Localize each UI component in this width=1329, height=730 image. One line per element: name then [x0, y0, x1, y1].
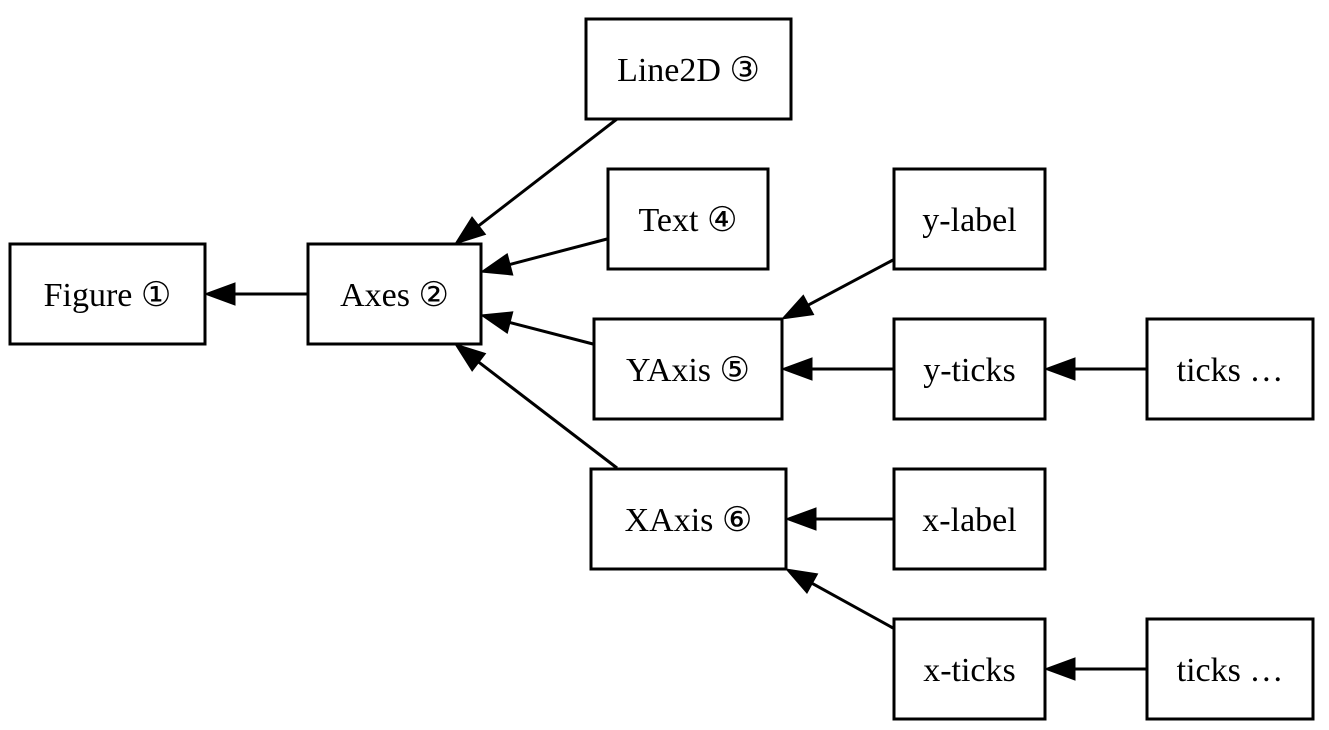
node-box — [1145, 317, 1315, 421]
node-box — [584, 17, 793, 121]
node-label: y-label — [922, 202, 1016, 239]
edge-xticks-to-xaxis — [784, 568, 894, 630]
node-label: x-label — [922, 502, 1016, 539]
edge-line — [811, 582, 894, 630]
node-box — [892, 167, 1047, 271]
node-label: ticks … — [1177, 352, 1284, 389]
edge-xlabel-to-xaxis — [784, 507, 893, 531]
edge-xaxis-to-axes — [453, 343, 618, 470]
node-xticks: x-ticks — [892, 617, 1047, 721]
arrowhead-icon — [784, 507, 817, 531]
edge-axes-to-figure — [203, 282, 307, 306]
node-label: Axes ② — [340, 277, 449, 314]
arrowhead-icon — [203, 282, 236, 306]
node-line2d: Line2D ③ — [584, 17, 793, 121]
arrowhead-icon — [479, 311, 514, 334]
node-yticks-more: ticks … — [1145, 317, 1315, 421]
node-yticks: y-ticks — [892, 317, 1047, 421]
node-label: XAxis ⑥ — [625, 502, 753, 539]
edge-yticks_more-to-yticks — [1043, 357, 1146, 381]
node-box — [892, 617, 1047, 721]
edge-yaxis-to-axes — [479, 311, 594, 346]
edge-xticks_more-to-xticks — [1043, 657, 1146, 681]
node-box — [306, 242, 483, 346]
node-text: Text ④ — [606, 167, 770, 271]
node-box — [8, 242, 207, 346]
arrowhead-icon — [780, 357, 813, 381]
edge-line2d-to-axes — [453, 117, 618, 245]
nodes-layer: Figure ① Axes ② Line2D ③ Text ④ YAxis ⑤ XAxis… — [8, 17, 1315, 721]
node-box — [892, 317, 1047, 421]
node-label: ticks … — [1177, 652, 1284, 689]
edge-line — [509, 237, 608, 266]
node-xaxis: XAxis ⑥ — [589, 467, 788, 571]
node-box — [606, 167, 770, 271]
node-label: YAxis ⑤ — [626, 352, 750, 389]
edge-line — [477, 361, 618, 470]
node-label: Figure ① — [44, 277, 172, 314]
arrowhead-icon — [479, 252, 514, 276]
node-box — [892, 467, 1047, 571]
node-axes: Axes ② — [306, 242, 483, 346]
edges-layer — [203, 117, 1146, 681]
node-label: Text ④ — [639, 202, 738, 239]
node-ylabel: y-label — [892, 167, 1047, 271]
node-yaxis: YAxis ⑤ — [592, 317, 784, 421]
node-label: x-ticks — [923, 652, 1016, 689]
node-label: y-ticks — [923, 352, 1016, 389]
node-label: Line2D ③ — [617, 52, 760, 89]
arrowhead-icon — [1043, 657, 1076, 681]
edge-text-to-axes — [479, 237, 608, 276]
node-box — [589, 467, 788, 571]
arrowhead-icon — [453, 343, 487, 372]
node-figure: Figure ① — [8, 242, 207, 346]
arrowhead-icon — [784, 568, 819, 594]
node-box — [1145, 617, 1315, 721]
edge-line — [509, 321, 594, 346]
node-xlabel: x-label — [892, 467, 1047, 571]
edge-line — [807, 258, 894, 307]
edge-line — [477, 117, 618, 227]
edge-yticks-to-yaxis — [780, 357, 893, 381]
arrowhead-icon — [1043, 357, 1076, 381]
arrowhead-icon — [453, 216, 487, 245]
arrowhead-icon — [780, 294, 815, 320]
node-xticks-more: ticks … — [1145, 617, 1315, 721]
edge-ylabel-to-yaxis — [780, 258, 894, 320]
node-box — [592, 317, 784, 421]
